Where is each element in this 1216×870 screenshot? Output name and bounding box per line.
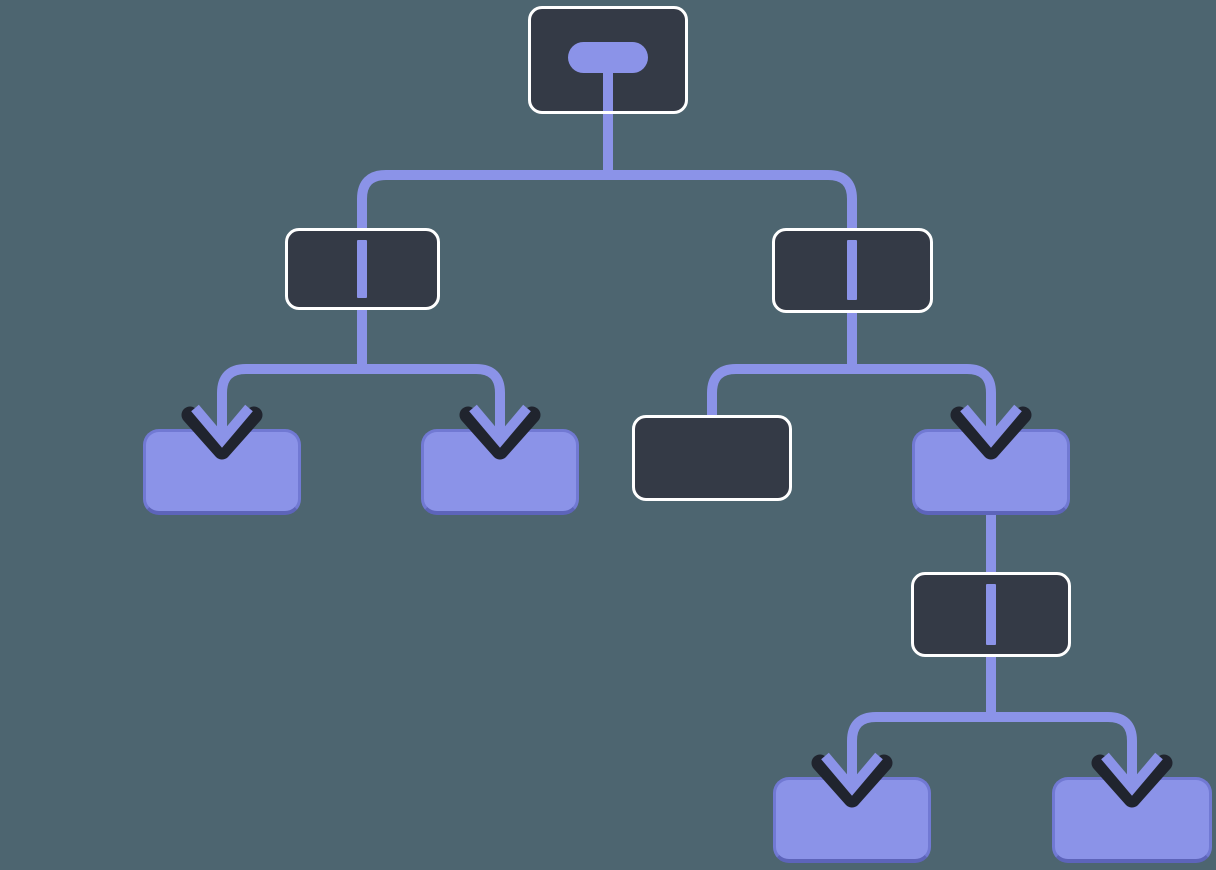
root-pill-shape [568, 42, 648, 73]
edge-right-split [707, 364, 996, 420]
node-leaf-4 [773, 777, 931, 863]
node-empty [632, 415, 792, 501]
node-leaf-3 [912, 429, 1070, 515]
edge-level1-split [357, 170, 857, 232]
node-leaf-1 [143, 429, 301, 515]
pass-through-line-icon [357, 240, 367, 298]
node-branch-left [285, 228, 440, 310]
node-branch-bottom [911, 572, 1071, 657]
node-leaf-2 [421, 429, 579, 515]
edge-bottom-split [847, 712, 1137, 768]
node-root [528, 6, 688, 114]
root-node-icon [531, 9, 685, 111]
node-branch-right [772, 228, 933, 313]
node-leaf-5 [1052, 777, 1212, 863]
root-stem-shape [603, 71, 613, 111]
pass-through-line-icon [847, 240, 857, 300]
edge-left-split [217, 364, 505, 420]
pass-through-line-icon [986, 584, 996, 645]
